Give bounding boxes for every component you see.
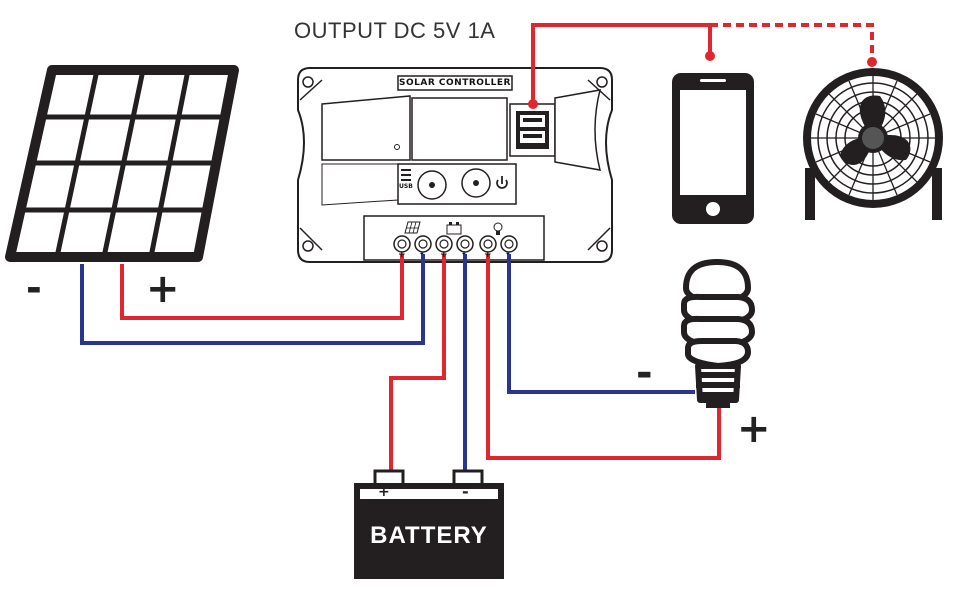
load-negative-wire bbox=[507, 254, 695, 394]
bulb-positive-sign: + bbox=[737, 406, 771, 452]
terminal-mark: + bbox=[440, 250, 448, 260]
fan-wire-dot bbox=[867, 57, 877, 67]
terminal-battery-icon bbox=[446, 222, 462, 235]
fan-output-wire bbox=[710, 23, 874, 60]
power-icon bbox=[496, 176, 508, 189]
phone-wire-dot bbox=[705, 51, 715, 61]
terminal-mark: - bbox=[420, 249, 424, 259]
battery-positive-wire bbox=[389, 254, 446, 475]
terminal-mark: + bbox=[484, 250, 492, 260]
wires bbox=[80, 23, 874, 475]
usb-label: USB bbox=[399, 183, 413, 190]
fan-icon bbox=[803, 68, 943, 220]
bulb-base bbox=[696, 372, 740, 408]
terminal-mark: + bbox=[398, 250, 406, 260]
terminal-mark: - bbox=[462, 249, 466, 259]
controller-title: SOLAR CONTROLLER bbox=[399, 78, 511, 88]
solar-controller bbox=[297, 67, 613, 263]
terminal-screws bbox=[393, 235, 518, 253]
usb-output-wire bbox=[531, 23, 712, 104]
panel-negative-sign: - bbox=[26, 266, 42, 310]
panel-negative-wire bbox=[80, 254, 425, 345]
terminal-panel-icon bbox=[404, 221, 421, 234]
terminal-bulb-icon bbox=[493, 222, 503, 235]
terminal-mark: - bbox=[506, 249, 510, 259]
solar-panel-icon bbox=[5, 65, 239, 262]
battery-label: BATTERY bbox=[370, 522, 488, 549]
panel-positive-wire bbox=[120, 254, 404, 320]
phone-icon bbox=[672, 73, 754, 224]
output-label: OUTPUT DC 5V 1A bbox=[294, 18, 496, 43]
battery-positive-sign: + bbox=[378, 484, 390, 500]
battery-negative-sign: - bbox=[462, 482, 469, 501]
bulb-negative-sign: - bbox=[636, 350, 653, 396]
panel-positive-sign: + bbox=[146, 266, 180, 312]
bulb-icon bbox=[681, 259, 755, 403]
battery-icon bbox=[354, 469, 504, 579]
load-positive-wire bbox=[486, 254, 721, 460]
usb-wire-dot bbox=[528, 99, 538, 109]
